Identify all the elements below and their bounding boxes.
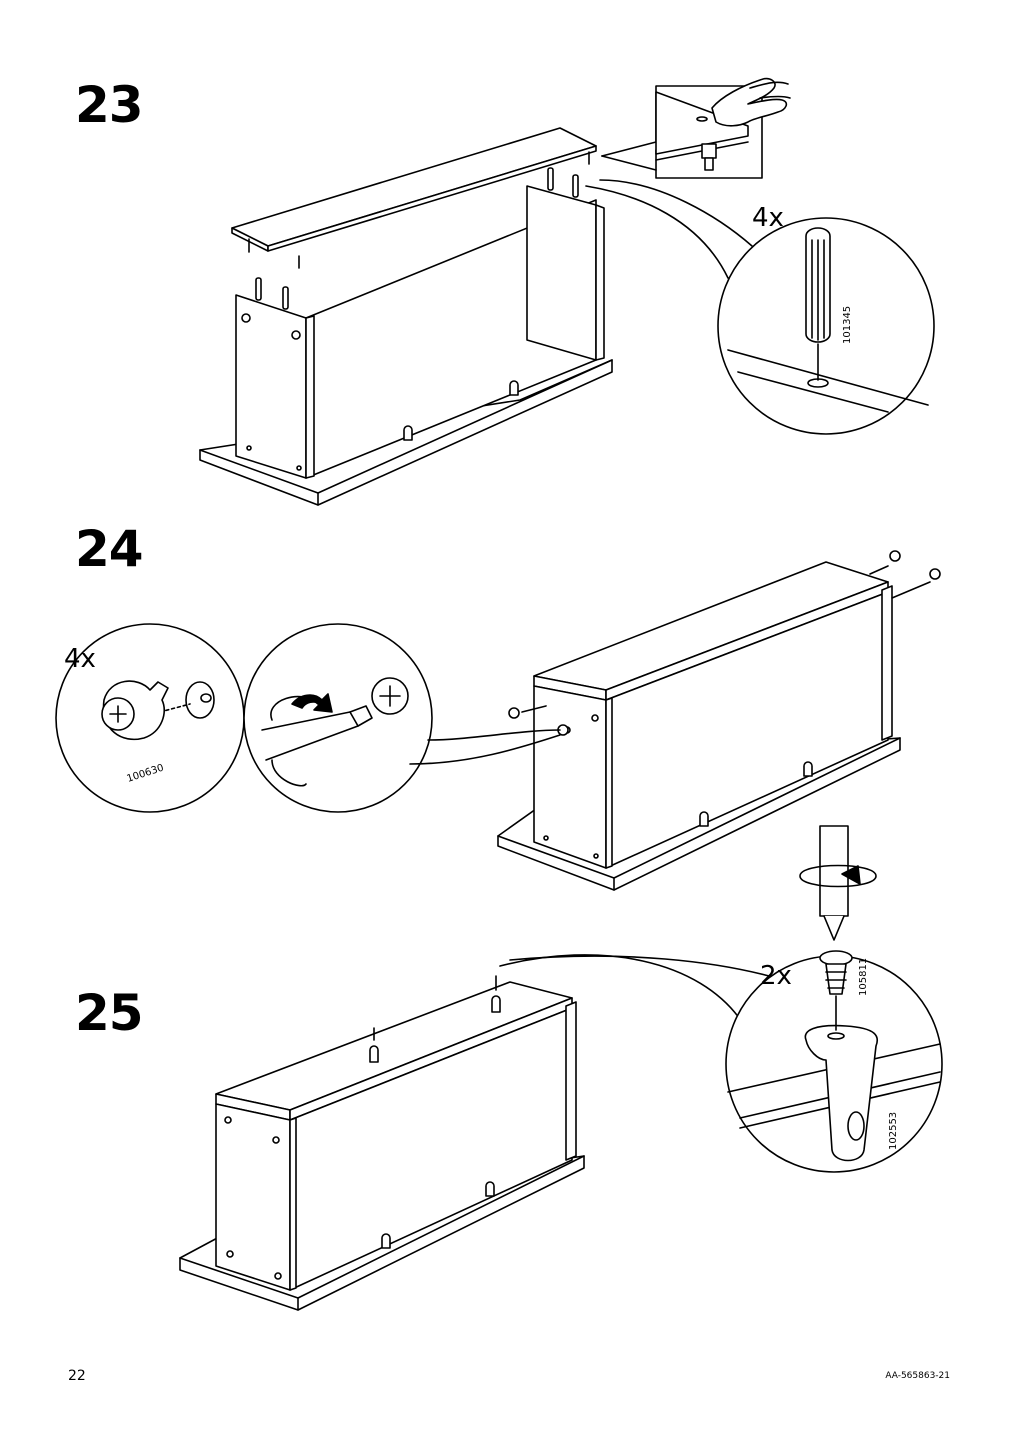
step-23-cabinet-drawing xyxy=(199,127,613,506)
step-24-number: 24 xyxy=(75,520,144,578)
screwdriver-icon xyxy=(799,825,877,941)
step-24-quantity: 4x xyxy=(64,644,96,674)
document-code: AA-565863-21 xyxy=(885,1371,950,1381)
rotate-arrow-icon xyxy=(291,693,333,713)
step-23-quantity: 4x xyxy=(752,203,784,233)
step-23-dowel-detail xyxy=(585,179,935,435)
step-24-screwdriver-detail xyxy=(243,623,561,813)
step-24-cabinet-drawing xyxy=(497,550,941,891)
hand-press-icon xyxy=(711,77,788,127)
step-25-quantity: 2x xyxy=(760,961,792,991)
step-25-screw-part-number: 105811 xyxy=(858,958,869,996)
step-23-number: 23 xyxy=(75,76,144,134)
step-23-press-inset xyxy=(601,77,791,179)
step-25-bracket-part-number: 102553 xyxy=(888,1112,899,1150)
page-number: 22 xyxy=(68,1368,86,1384)
step-25-bracket-detail xyxy=(499,950,943,1173)
step-23-part-number: 101345 xyxy=(842,306,853,344)
step-24-camlock-detail xyxy=(55,623,245,813)
step-25-cabinet-drawing xyxy=(179,975,585,1311)
step-25-number: 25 xyxy=(75,984,144,1042)
